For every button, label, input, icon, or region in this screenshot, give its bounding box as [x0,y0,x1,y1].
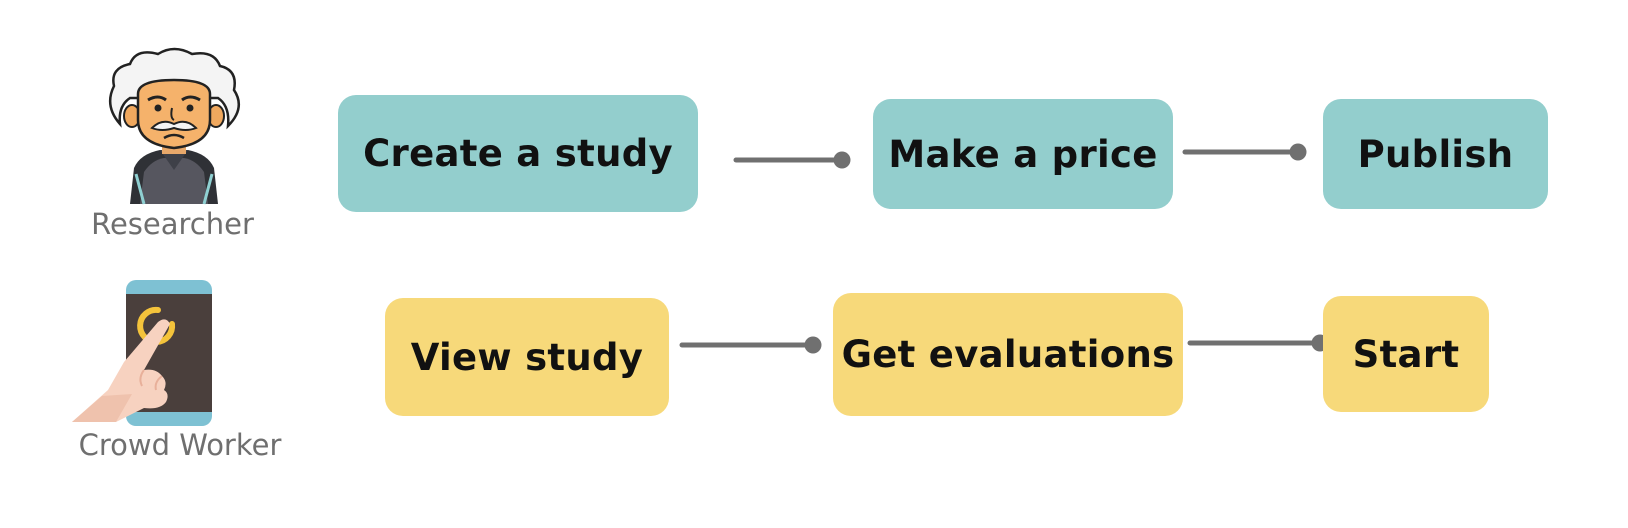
connector-dot-view-to-evaluations [804,336,822,354]
step-make-a-price: Make a price [873,99,1173,209]
connector-dot-create-to-price [833,151,851,169]
step-get-evaluations: Get evaluations [833,293,1183,416]
researcher-label: Researcher [91,207,254,241]
einstein-researcher-icon [100,46,248,206]
step-publish: Publish [1323,99,1548,209]
hand-tapping-phone-icon [72,278,222,428]
step-create-a-study: Create a study [338,95,698,212]
step-view-study: View study [385,298,669,416]
connector-dot-price-to-publish [1289,143,1307,161]
step-start: Start [1323,296,1489,412]
crowd-worker-label: Crowd Worker [78,428,282,462]
